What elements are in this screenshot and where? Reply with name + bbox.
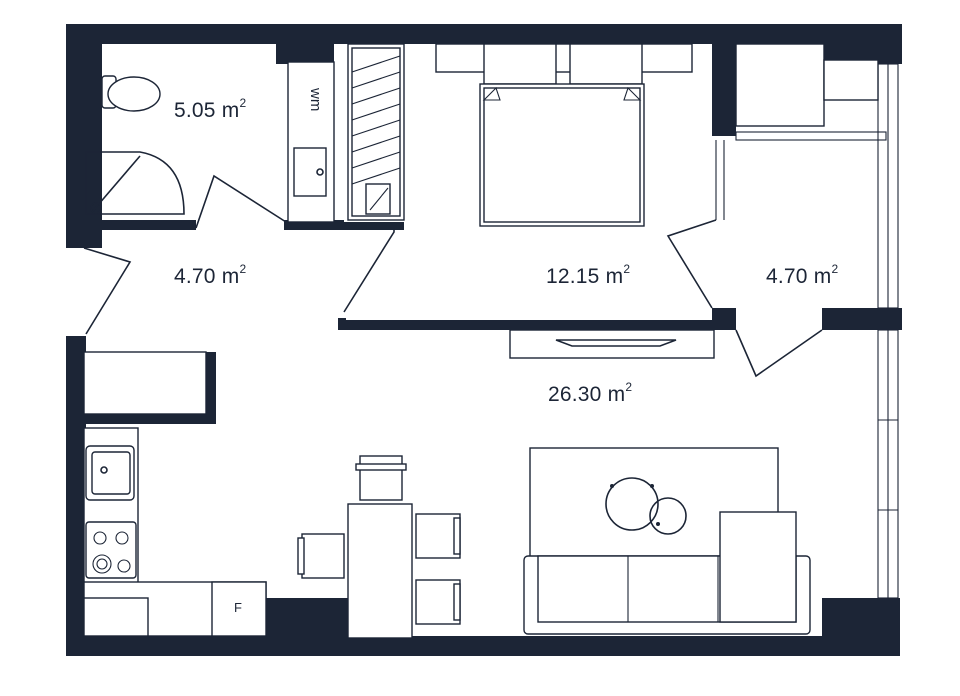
dining-set [297, 455, 461, 639]
doors [83, 174, 823, 378]
bedroom-area-label: 12.15 m2 [546, 262, 631, 289]
bedroom-area-exp: 2 [623, 262, 631, 276]
living-area-unit: m [607, 383, 626, 406]
living-area-value: 26.30 [548, 383, 602, 406]
bedroom-area-value: 12.15 [546, 265, 600, 288]
hallway-area-label: 4.70 m2 [174, 262, 247, 289]
interior-walls [66, 24, 902, 424]
wardrobe [347, 43, 405, 221]
balcony-area-label: 4.70 m2 [766, 262, 839, 289]
exterior-walls [66, 24, 902, 656]
bathroom-vanity [287, 61, 335, 223]
balcony-area-value: 4.70 [766, 265, 808, 288]
bed [435, 43, 693, 227]
living-area-exp: 2 [625, 380, 633, 394]
bathroom-area-unit: m [221, 99, 240, 122]
kitchen [83, 351, 267, 637]
living-area-label: 26.30 m2 [548, 380, 633, 407]
windows [715, 63, 899, 599]
washing-machine-label: wm [307, 88, 324, 112]
shower [85, 151, 185, 215]
bathroom-area-exp: 2 [239, 96, 247, 110]
hallway-area-value: 4.70 [174, 265, 216, 288]
balcony-area-unit: m [813, 265, 832, 288]
balcony-area-exp: 2 [831, 262, 839, 276]
bedroom-area-unit: m [605, 265, 624, 288]
hallway-area-exp: 2 [239, 262, 247, 276]
sofa [523, 511, 811, 635]
toilet [101, 75, 161, 112]
bathroom-area-value: 5.05 [174, 99, 216, 122]
bathroom-area-label: 5.05 m2 [174, 96, 247, 123]
tv-console [509, 329, 715, 359]
hallway-area-unit: m [221, 265, 240, 288]
balcony-furniture [735, 43, 879, 127]
fridge-label: F [234, 600, 242, 615]
